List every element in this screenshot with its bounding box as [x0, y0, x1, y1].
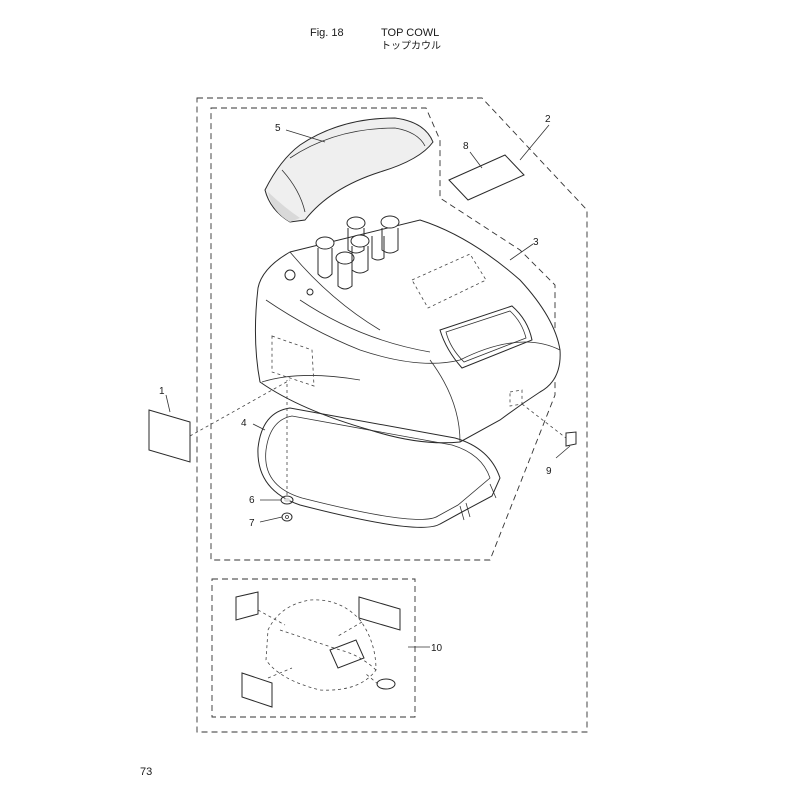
callout-9: 9 — [546, 466, 552, 477]
screw-part — [281, 512, 293, 522]
callout-1: 1 — [159, 386, 165, 397]
decal-kit-part — [235, 591, 401, 708]
intake-tubes — [315, 215, 400, 290]
callout-5: 5 — [275, 123, 281, 134]
label-part-9 — [565, 431, 577, 447]
assembly-boundary-inner — [210, 107, 556, 561]
figure-title-japanese: トップカウル — [381, 41, 441, 52]
callout-7: 7 — [249, 518, 255, 529]
top-cowl-body-part — [254, 215, 561, 444]
callout-2: 2 — [545, 114, 551, 125]
leader-lines — [165, 124, 571, 648]
kit-boundary — [211, 578, 416, 718]
callout-4: 4 — [241, 418, 247, 429]
callout-6: 6 — [249, 495, 255, 506]
page-number: 73 — [140, 766, 153, 778]
cowl-seal-part — [257, 407, 501, 528]
figure-title-english: TOP COWL — [381, 27, 440, 39]
label-part-8 — [448, 154, 525, 201]
top-cover-part — [264, 117, 434, 223]
callout-10: 10 — [431, 643, 443, 654]
callout-3: 3 — [533, 237, 539, 248]
figure-number: Fig. 18 — [310, 27, 344, 39]
grommet-part — [280, 495, 294, 505]
callout-8: 8 — [463, 141, 469, 152]
label-part-1 — [148, 409, 191, 463]
